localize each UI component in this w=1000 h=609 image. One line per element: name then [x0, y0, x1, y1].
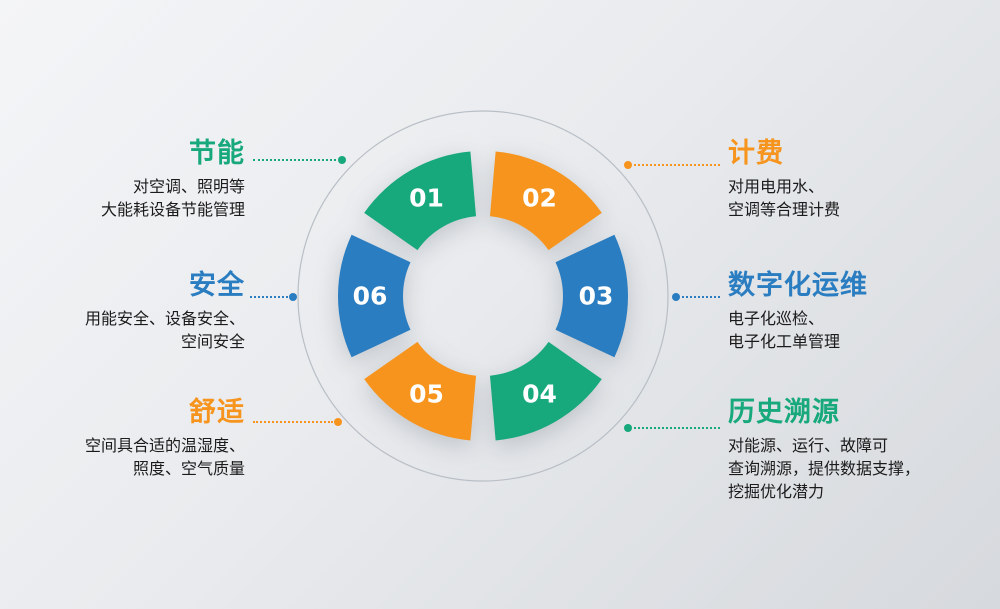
wheel-segment-04: [489, 341, 602, 441]
label-line: 对用电用水、: [728, 177, 825, 196]
label-block-jieneng: 节能 对空调、照明等 大能耗设备节能管理: [0, 138, 245, 221]
label-line: 照度、空气质量: [132, 459, 245, 478]
wheel-segment-number: 06: [353, 282, 388, 311]
label-title-anquan: 安全: [189, 270, 245, 301]
leader-dot-shuzihua: [672, 293, 680, 301]
label-line: 空间安全: [180, 332, 245, 351]
label-body-shuzihua: 电子化巡检、 电子化工单管理: [728, 307, 990, 353]
leader-line-shuzihua: [682, 296, 720, 298]
label-block-lishisuyuan: 历史溯源 对能源、运行、故障可 查询溯源，提供数据支撑， 挖掘优化潜力: [728, 397, 990, 503]
label-line: 空调等合理计费: [728, 200, 841, 219]
label-line: 电子化工单管理: [728, 332, 841, 351]
wheel-segment-02: [489, 151, 602, 251]
wheel-segment-number: 04: [522, 379, 557, 408]
leader-line-shushi: [253, 421, 333, 423]
leader-dot-shushi: [334, 418, 342, 426]
label-line: 空间具合适的温湿度、: [84, 436, 245, 455]
label-body-jifei: 对用电用水、 空调等合理计费: [728, 175, 990, 221]
leader-line-jieneng: [253, 159, 336, 161]
label-body-anquan: 用能安全、设备安全、 空间安全: [0, 307, 245, 353]
label-line: 对能源、运行、故障可: [728, 436, 889, 455]
label-block-shuzihua: 数字化运维 电子化巡检、 电子化工单管理: [728, 270, 990, 353]
wheel-segment-number: 02: [522, 184, 557, 213]
label-line: 用能安全、设备安全、: [84, 309, 245, 328]
wheel-segment-05: [364, 341, 477, 441]
label-line: 电子化巡检、: [728, 309, 825, 328]
wheel-segment-06: [338, 234, 411, 358]
wheel-segment-01: [364, 151, 477, 251]
label-title-shushi: 舒适: [189, 397, 245, 428]
wheel-segment-03: [555, 234, 628, 358]
leader-dot-anquan: [289, 293, 297, 301]
label-block-anquan: 安全 用能安全、设备安全、 空间安全: [0, 270, 245, 353]
label-block-shushi: 舒适 空间具合适的温湿度、 照度、空气质量: [0, 397, 245, 480]
leader-line-anquan: [250, 296, 288, 298]
label-line: 大能耗设备节能管理: [100, 200, 245, 219]
wheel-outer-ring: [297, 110, 669, 482]
label-line: 对空调、照明等: [132, 177, 245, 196]
label-body-shushi: 空间具合适的温湿度、 照度、空气质量: [0, 434, 245, 480]
label-body-jieneng: 对空调、照明等 大能耗设备节能管理: [0, 175, 245, 221]
label-block-jifei: 计费 对用电用水、 空调等合理计费: [728, 138, 990, 221]
label-body-lishisuyuan: 对能源、运行、故障可 查询溯源，提供数据支撑， 挖掘优化潜力: [728, 434, 990, 503]
label-title-jifei: 计费: [728, 138, 784, 169]
leader-dot-lishisuyuan: [624, 424, 632, 432]
label-title-jieneng: 节能: [189, 138, 245, 169]
leader-dot-jieneng: [338, 156, 346, 164]
wheel-segment-number: 01: [409, 184, 444, 213]
wheel-segment-number: 03: [579, 282, 614, 311]
wheel-segment-number: 05: [409, 379, 444, 408]
label-line: 挖掘优化潜力: [728, 482, 825, 501]
label-title-shuzihua: 数字化运维: [728, 270, 868, 301]
leader-line-lishisuyuan: [634, 427, 720, 429]
label-line: 查询溯源，提供数据支撑，: [728, 459, 921, 478]
leader-line-jifei: [634, 164, 720, 166]
leader-dot-jifei: [624, 161, 632, 169]
wheel-segments: 01 02 03 04 05 06: [338, 151, 628, 441]
wheel-svg: 01 02 03 04 05 06: [297, 110, 669, 482]
label-title-lishisuyuan: 历史溯源: [728, 397, 840, 428]
